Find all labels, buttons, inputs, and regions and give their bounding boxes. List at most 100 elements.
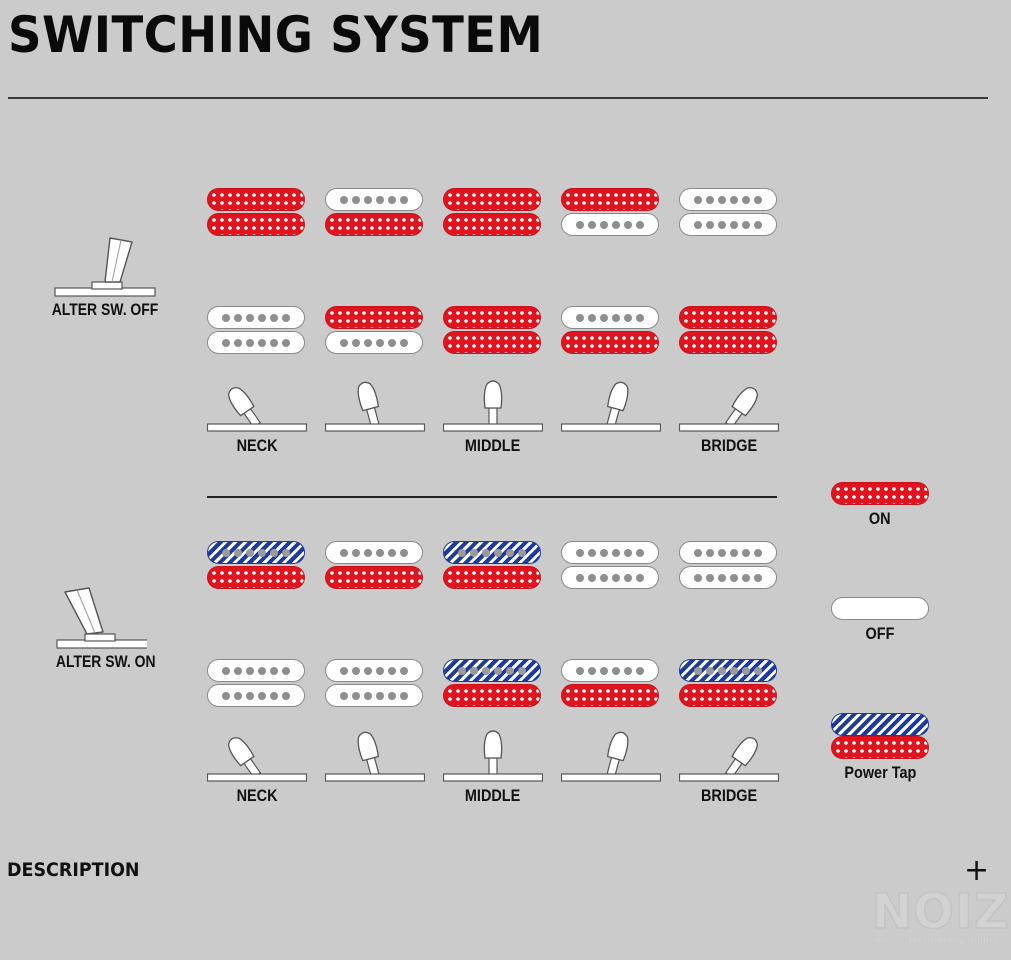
pole-piece [612,313,620,322]
watermark-brand: NOIZ [871,884,1010,940]
page-title: SWITCHING SYSTEM [8,6,544,64]
humbucker-lower-pos-5 [679,659,779,707]
pole-piece [576,573,584,582]
pole-piece [742,548,750,557]
legend-label: Power Tap [843,763,916,782]
legend-label: ON [869,509,891,528]
pole-piece [600,313,608,322]
humbucker-upper-pos-4 [561,188,661,236]
pole-piece [388,691,396,700]
expand-plus-icon[interactable]: + [964,853,990,888]
pickup-coil-tap [443,541,541,564]
pickup-coil-on [207,188,305,211]
pole-piece [246,313,254,322]
pole-piece [222,548,230,557]
pickup-coil-on [207,566,305,589]
humbucker-lower-pos-1 [207,306,307,354]
pole-piece [718,548,726,557]
pickup-coil-on [679,306,777,329]
pole-piece [222,666,230,675]
pickup-coil-on [443,213,541,236]
pickup-coil-off [325,659,423,682]
pole-piece [506,666,514,675]
pole-piece [388,548,396,557]
pickup-coil-off [325,188,423,211]
pole-piece [730,195,738,204]
pole-piece [742,666,750,675]
pole-piece [388,666,396,675]
pole-piece [730,573,738,582]
pole-piece [624,573,632,582]
pole-piece [588,220,596,229]
pickup-coil-on [443,684,541,707]
switch-position-label: BRIDGE [700,786,758,805]
switch-position-label: NECK [236,436,278,455]
pickup-coil-off [325,331,423,354]
legend-power-tap: Power Tap [830,713,930,783]
legend-off: OFF [830,597,930,644]
pickup-coil-on [325,213,423,236]
legend-pickup-off [831,597,929,620]
pole-piece [754,220,762,229]
pole-piece [470,548,478,557]
pole-piece [400,195,408,204]
humbucker-upper-pos-1 [207,541,307,589]
pole-piece [706,573,714,582]
pole-piece [742,220,750,229]
pole-piece [234,666,242,675]
toggle-switch-icon [56,587,147,649]
humbucker-lower-pos-3 [443,306,543,354]
description-heading[interactable]: DESCRIPTION [7,859,140,881]
section-divider [207,496,777,498]
pickup-selector-pos-5: BRIDGE [679,378,779,456]
pole-piece [482,666,490,675]
pole-piece [754,548,762,557]
pole-piece [706,548,714,557]
pole-piece [718,220,726,229]
pole-piece [258,313,266,322]
pickup-coil-off [561,659,659,682]
pole-piece [730,666,738,675]
pole-piece [258,338,266,347]
pickup-coil-off [207,659,305,682]
pole-piece [694,220,702,229]
pole-piece [754,573,762,582]
pole-piece [400,338,408,347]
pickup-coil-on [443,306,541,329]
pole-piece [636,220,644,229]
pole-piece [282,548,290,557]
pole-piece [694,195,702,204]
pole-piece [624,666,632,675]
selector-switch-icon [325,731,425,782]
pole-piece [376,691,384,700]
pole-piece [600,573,608,582]
pole-piece [352,548,360,557]
pickup-selector-pos-3: MIDDLE [443,728,543,806]
pickup-coil-on [443,566,541,589]
pickup-coil-off [561,566,659,589]
pole-piece [282,313,290,322]
pole-piece [624,548,632,557]
pole-piece [352,195,360,204]
pole-piece [388,195,396,204]
humbucker-upper-pos-3 [443,541,543,589]
switch-position-label: NECK [236,786,278,805]
selector-switch-icon [207,737,307,782]
pole-piece [270,313,278,322]
pickup-selector-pos-2 [325,378,425,453]
pole-piece [718,573,726,582]
pole-piece [730,220,738,229]
title-divider [8,97,988,99]
selector-switch-icon [325,381,425,432]
pole-piece [270,666,278,675]
pole-piece [270,691,278,700]
pole-piece [588,573,596,582]
humbucker-upper-pos-4 [561,541,661,589]
pickup-selector-pos-3: MIDDLE [443,378,543,456]
pickup-coil-on [325,306,423,329]
humbucker-upper-pos-2 [325,541,425,589]
pickup-selector-pos-2 [325,728,425,803]
pole-piece [588,548,596,557]
pickup-coil-on [561,331,659,354]
pole-piece [576,220,584,229]
